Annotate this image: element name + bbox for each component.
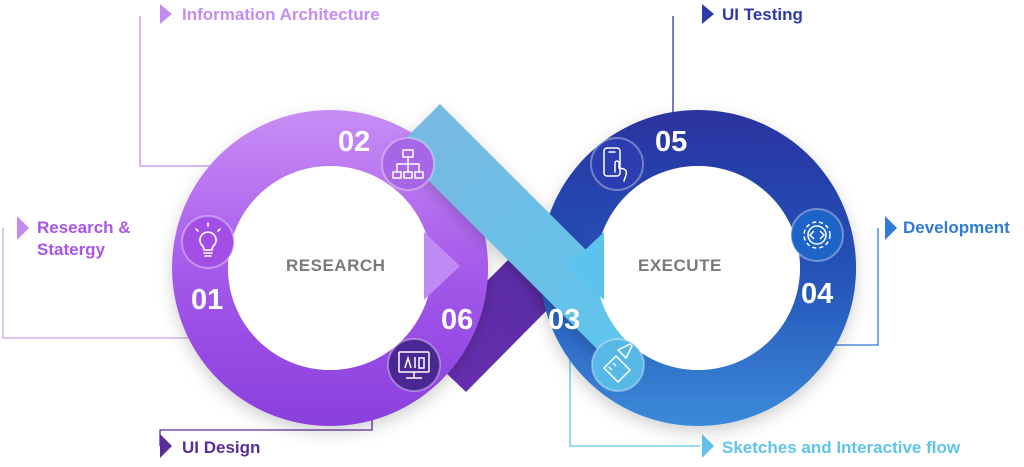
badge-01 — [181, 215, 235, 269]
step-number-04: 04 — [801, 278, 834, 310]
badge-06 — [387, 338, 441, 392]
badge-04 — [790, 208, 844, 262]
lightbulb-icon — [195, 222, 221, 257]
connector-arrows — [17, 4, 897, 458]
step-label-02: Information Architecture — [182, 5, 380, 24]
research-direction-arrow-icon — [424, 232, 460, 300]
step-label-04: Development — [903, 218, 1010, 237]
execute-direction-arrow-icon — [568, 232, 604, 300]
step-number-02: 02 — [338, 126, 371, 158]
connector-line-04 — [832, 228, 879, 346]
left-loop-hole — [228, 166, 432, 370]
step-number-03: 03 — [548, 304, 581, 336]
sitemap-icon — [392, 149, 424, 179]
infinity-band-light — [396, 104, 660, 368]
arrow-02-icon — [160, 4, 172, 24]
pencil-ruler-icon — [603, 343, 633, 383]
gear-code-icon — [803, 221, 831, 249]
arrow-05-icon — [702, 4, 714, 24]
badge-03 — [591, 338, 645, 392]
right-loop-hole — [596, 166, 800, 370]
badge-02 — [381, 137, 435, 191]
arrow-01-icon — [17, 216, 29, 240]
touch-phone-icon — [603, 147, 628, 182]
arrow-06-icon — [160, 434, 172, 458]
arrow-03-icon — [702, 434, 714, 458]
step-label-05: UI Testing — [722, 5, 803, 24]
badge-05 — [590, 137, 644, 191]
connector-line-01 — [2, 228, 200, 339]
connector-line-03 — [569, 336, 700, 447]
step-number-05: 05 — [655, 126, 688, 158]
step-number-06: 06 — [441, 304, 474, 336]
research-loop-label: RESEARCH — [286, 256, 386, 275]
step-label-03: Sketches and Interactive flow — [722, 438, 961, 457]
step-label-01: Research & Statergy — [37, 218, 131, 259]
design-monitor-icon — [398, 351, 430, 379]
arrow-04-icon — [885, 216, 897, 240]
execute-loop-label: EXECUTE — [638, 256, 722, 275]
step-number-01: 01 — [191, 284, 224, 316]
step-label-06: UI Design — [182, 438, 261, 457]
